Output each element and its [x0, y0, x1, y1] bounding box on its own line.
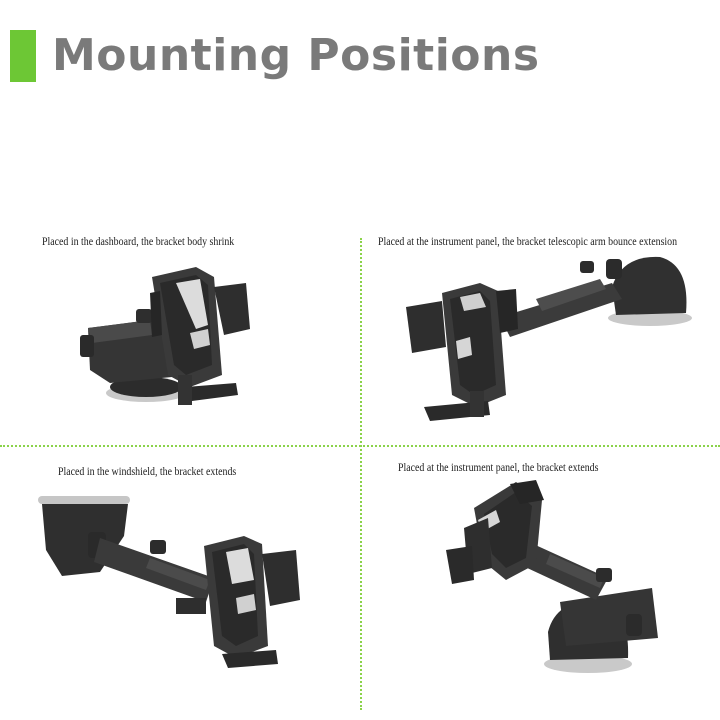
phone-holder-retracted-image	[80, 267, 250, 405]
phone-holder-telescopic-image	[406, 256, 692, 421]
phone-holder-upright-image	[446, 480, 658, 673]
panel-caption: Placed in the dashboard, the bracket bod…	[42, 236, 235, 248]
phone-holder-windshield-image	[38, 496, 300, 668]
panel-instrument-extended: Placed at the instrument panel, the brac…	[360, 450, 720, 673]
panel-caption: Placed at the instrument panel, the brac…	[398, 462, 599, 474]
panel-windshield-extended: Placed in the windshield, the bracket ex…	[0, 450, 360, 670]
panel-dashboard-retracted: Placed in the dashboard, the bracket bod…	[0, 225, 360, 445]
vertical-divider	[360, 238, 362, 710]
page-title: Mounting Positions	[52, 30, 540, 81]
panel-instrument-telescopic: Placed at the instrument panel, the brac…	[360, 225, 720, 445]
accent-bar	[10, 30, 36, 82]
panel-caption: Placed in the windshield, the bracket ex…	[58, 466, 237, 478]
header: Mounting Positions	[0, 0, 720, 110]
panel-caption: Placed at the instrument panel, the brac…	[378, 236, 678, 248]
horizontal-divider	[0, 445, 720, 447]
